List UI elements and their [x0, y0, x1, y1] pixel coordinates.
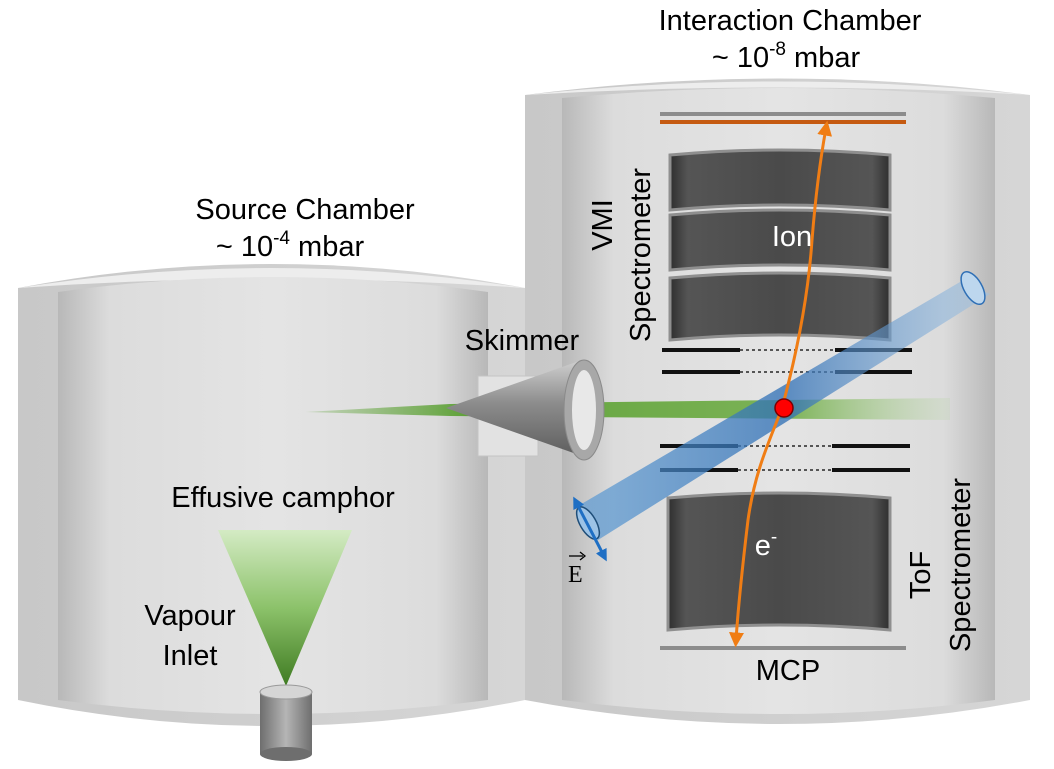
field-letter: E — [568, 562, 583, 588]
tof-label-line2: Spectrometer — [945, 478, 977, 652]
vmi-electrodes — [668, 148, 892, 342]
interaction-chamber-rim — [525, 81, 1030, 95]
ion-detector — [660, 112, 906, 124]
tof-drift-tube — [666, 491, 892, 632]
ion-trajectory — [780, 120, 833, 409]
source-chamber-interior — [58, 277, 488, 714]
vmi-electrode-2 — [668, 208, 892, 272]
vapour-inlet-label-line1: Vapour — [144, 600, 236, 632]
mcp-detector-plate — [660, 646, 906, 650]
ion-detector-phosphor — [660, 120, 906, 124]
polarization-arrow — [573, 496, 607, 562]
tof-label-line1: ToF — [905, 551, 937, 599]
laser-exit-aperture — [960, 271, 986, 305]
skimmer — [446, 359, 605, 461]
source-chamber-title: Source Chamber — [195, 194, 415, 226]
interaction-chamber-pressure: ~ 10-8 mbar — [712, 39, 861, 74]
source-chamber-pressure: ~ 10-4 mbar — [216, 228, 365, 263]
vmi-label-line1: VMI — [587, 199, 619, 251]
skimmer-cone — [446, 360, 582, 456]
skimmer-label: Skimmer — [465, 325, 580, 357]
vmi-electrode-1 — [668, 148, 892, 212]
interaction-chamber-title: Interaction Chamber — [659, 5, 922, 37]
interaction-point — [774, 398, 794, 418]
effusive-camphor-label: Effusive camphor — [171, 482, 395, 514]
vapour-inlet-nozzle — [259, 684, 313, 761]
ion-detector-plate — [660, 112, 906, 116]
ion-label: Ion — [772, 221, 812, 253]
source-chamber — [18, 264, 525, 726]
electron-trajectory — [729, 407, 784, 648]
field-vector-label: E — [568, 551, 587, 588]
vapour-inlet-label-line2: Inlet — [163, 640, 218, 672]
electron-label: e- — [755, 527, 777, 562]
effusive-vapour-cloud — [218, 530, 352, 686]
vmi-electrode-3 — [668, 271, 892, 342]
skimmer-opening — [572, 370, 596, 450]
mcp-label: MCP — [756, 655, 820, 687]
vmi-label-line2: Spectrometer — [625, 168, 657, 342]
